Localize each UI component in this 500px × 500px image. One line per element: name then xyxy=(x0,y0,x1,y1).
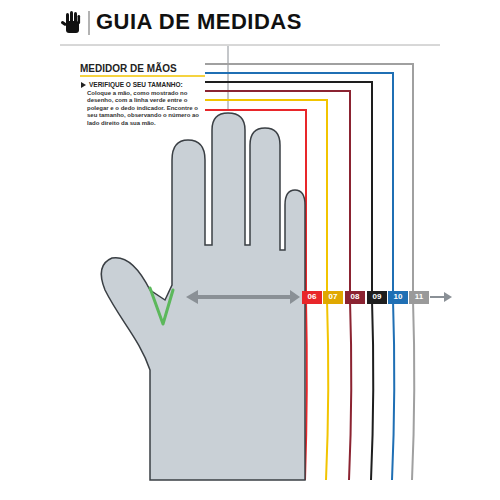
subtitle-rule xyxy=(80,75,205,77)
size-number: 08 xyxy=(351,293,360,301)
size-number: 11 xyxy=(415,293,423,301)
size-box: 10 xyxy=(388,291,408,304)
size-number: 10 xyxy=(394,293,403,301)
size-box: 06 xyxy=(302,291,322,304)
size-box: 08 xyxy=(345,291,365,304)
hand-icon xyxy=(60,11,80,33)
header-separator xyxy=(88,11,90,35)
size-number: 07 xyxy=(329,293,338,301)
header-rule xyxy=(60,45,440,46)
measure-arrow xyxy=(186,290,300,304)
bullet-arrow xyxy=(81,82,86,88)
size-box: 11 xyxy=(409,291,429,304)
size-box: 07 xyxy=(323,291,343,304)
instruction-heading: VERIFIQUE O SEU TAMANHO: xyxy=(89,81,183,88)
size-number: 06 xyxy=(308,293,317,301)
size-box: 09 xyxy=(367,291,387,304)
scale-arrow xyxy=(430,292,452,302)
leader-line xyxy=(228,46,229,111)
page-title: GUIA DE MEDIDAS xyxy=(96,9,302,35)
size-number: 09 xyxy=(373,293,382,301)
green-line xyxy=(150,288,173,324)
hand-outline xyxy=(101,113,305,480)
section-heading: MEDIDOR DE MÃOS xyxy=(80,63,177,74)
instruction-text: Coloque a mão, como mostrado no desenho,… xyxy=(87,90,207,127)
